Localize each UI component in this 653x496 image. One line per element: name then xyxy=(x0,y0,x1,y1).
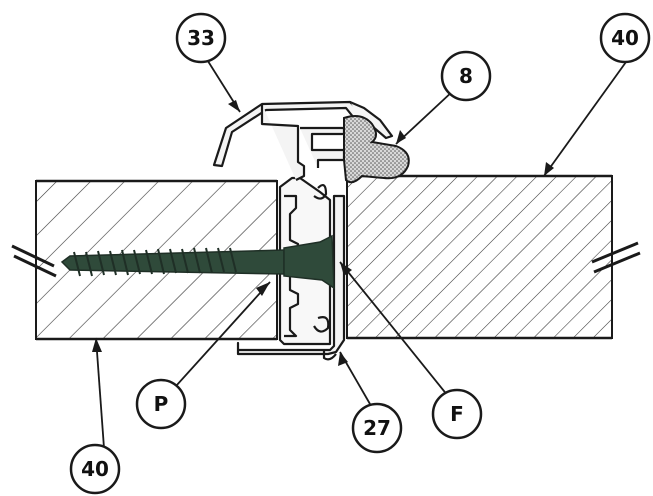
callout-f-text: F xyxy=(450,402,464,426)
arrowheads xyxy=(92,100,554,366)
right-panel xyxy=(346,174,613,340)
screw xyxy=(60,234,335,290)
callout-27-text: 27 xyxy=(363,416,391,440)
gasket xyxy=(343,115,410,184)
callout-f: F xyxy=(431,388,483,440)
callout-40-right: 40 xyxy=(599,12,651,64)
callout-8: 8 xyxy=(440,50,492,102)
callout-40-left-text: 40 xyxy=(81,457,109,481)
callout-p-text: P xyxy=(154,392,169,416)
break-mark-left xyxy=(11,244,57,278)
callout-40-left: 40 xyxy=(69,443,121,495)
profile-cap xyxy=(212,100,394,181)
callout-27: 27 xyxy=(351,402,403,454)
break-mark-right xyxy=(591,241,641,274)
callout-p: P xyxy=(135,378,187,430)
callout-40-right-text: 40 xyxy=(611,26,639,50)
callout-33: 33 xyxy=(175,12,227,64)
callout-8-text: 8 xyxy=(459,64,473,88)
callout-33-text: 33 xyxy=(187,26,215,50)
